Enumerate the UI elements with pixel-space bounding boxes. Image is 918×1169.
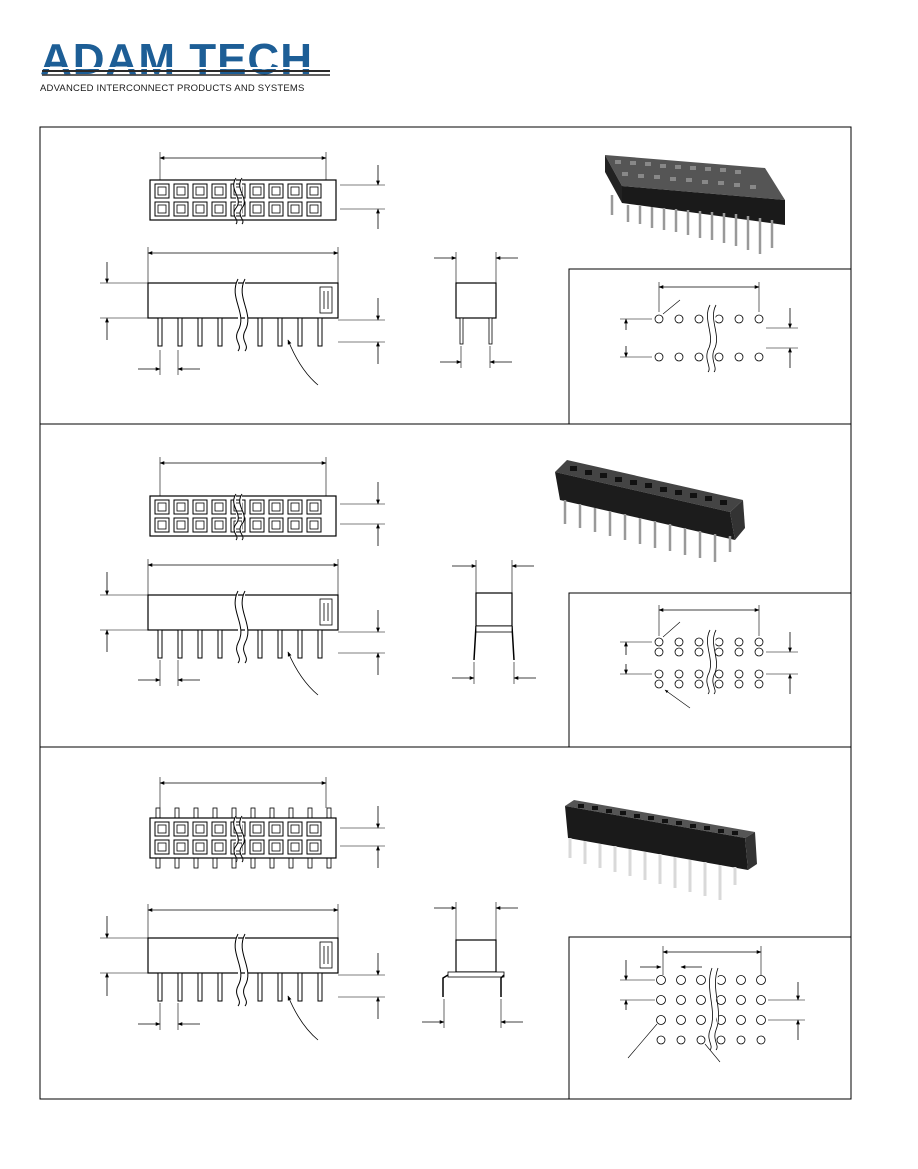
pcb-layout-3 xyxy=(568,936,852,1100)
top-view-drawing xyxy=(150,807,336,869)
side-view-drawing xyxy=(147,278,339,352)
brand-logo-text: ADAM TECH xyxy=(40,35,313,84)
panel-2 xyxy=(100,457,852,748)
side-view-drawing xyxy=(147,590,339,664)
top-view-drawing xyxy=(150,178,336,224)
end-view-drawing xyxy=(475,592,513,627)
panel-3 xyxy=(100,777,852,1100)
end-view-drawing xyxy=(455,939,497,973)
product-photo-3 xyxy=(565,800,757,900)
brand-tagline: ADVANCED INTERCONNECT PRODUCTS AND SYSTE… xyxy=(40,83,305,94)
panel-1 xyxy=(100,152,852,425)
product-photo-1 xyxy=(605,155,785,254)
side-view-drawing xyxy=(147,933,339,1007)
top-view-drawing xyxy=(150,494,336,540)
end-view-drawing xyxy=(455,282,497,319)
brand-logo: ADAM TECH xyxy=(38,28,338,98)
product-photo-2 xyxy=(555,460,745,562)
pcb-layout-2 xyxy=(568,592,852,748)
pcb-layout-1 xyxy=(568,268,852,425)
